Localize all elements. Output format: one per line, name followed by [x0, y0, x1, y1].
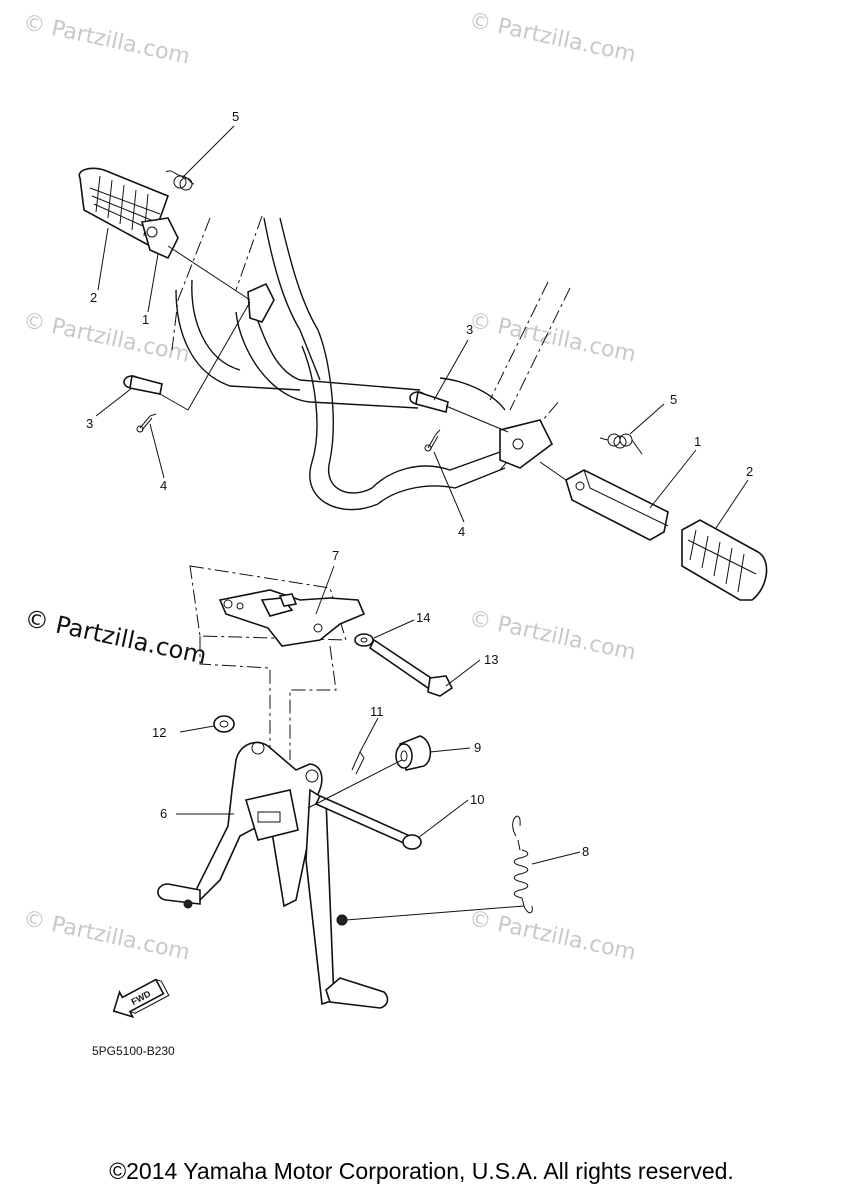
fwd-arrow: FWD	[112, 978, 170, 1019]
nut-12	[213, 715, 235, 733]
copyright-notice: ©2014 Yamaha Motor Corporation, U.S.A. A…	[109, 1158, 734, 1184]
frame-tubes	[175, 217, 554, 511]
callout-4: 4	[160, 478, 167, 493]
callout-9: 9	[474, 740, 481, 755]
callout-6: 6	[160, 806, 167, 821]
callout-13: 13	[484, 652, 498, 667]
left-assembly-line	[159, 245, 251, 411]
center-stand	[157, 741, 389, 1009]
right-footrest-bracket	[565, 469, 669, 541]
left-footrest-bracket	[140, 217, 179, 260]
callout-10: 10	[470, 792, 484, 807]
callout-numbers: 5 2 1 3 4 3 5 1 2 4 7 14 13 12 11 9 6 10…	[86, 109, 753, 859]
callout-12: 12	[152, 725, 166, 740]
right-pin	[409, 390, 449, 413]
callout-leaders	[95, 125, 749, 865]
right-spring	[599, 433, 643, 455]
callout-2: 2	[90, 290, 97, 305]
callout-3: 3	[466, 322, 473, 337]
stand-assembly-lines	[307, 759, 525, 921]
frame-outline	[171, 215, 571, 471]
callout-1: 1	[694, 434, 701, 449]
right-footrest-rubber	[681, 519, 768, 601]
callout-8: 8	[582, 844, 589, 859]
callout-1: 1	[142, 312, 149, 327]
callout-3: 3	[86, 416, 93, 431]
pin-10	[314, 794, 422, 850]
right-pin-line	[445, 405, 509, 433]
callout-5: 5	[670, 392, 677, 407]
callout-2: 2	[746, 464, 753, 479]
right-cotter-pin	[424, 429, 441, 452]
callout-14: 14	[416, 610, 430, 625]
left-pin	[123, 375, 163, 395]
stand-bracket	[218, 589, 366, 647]
callout-11: 11	[370, 704, 384, 719]
stand-hook-stud	[336, 914, 348, 926]
cotter-pin-11	[351, 750, 365, 775]
stand-bracket-outline	[189, 565, 347, 760]
stand-spring	[512, 815, 533, 914]
washer-14	[354, 633, 374, 647]
diagram-code: 5PG5100-B230	[92, 1044, 175, 1058]
left-spring	[165, 170, 195, 191]
right-assembly-line	[539, 461, 567, 481]
left-cotter-pin	[136, 413, 157, 433]
callout-5: 5	[232, 109, 239, 124]
callout-4: 4	[458, 524, 465, 539]
callout-7: 7	[332, 548, 339, 563]
bolt-13	[368, 638, 454, 697]
bushing-9	[395, 735, 432, 771]
